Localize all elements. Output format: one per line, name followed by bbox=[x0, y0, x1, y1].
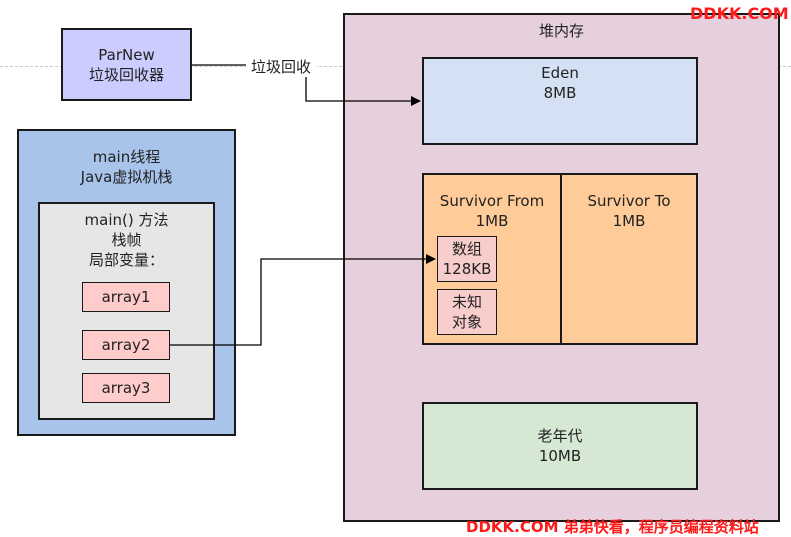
reference-arrow-array2 bbox=[170, 254, 436, 346]
parnew-name: ParNew bbox=[98, 45, 155, 64]
frame-method: main() 方法 bbox=[84, 211, 169, 229]
survivor-to-box: Survivor To 1MB bbox=[560, 173, 698, 345]
survivor-to-name: Survivor To bbox=[587, 192, 671, 210]
watermark-bottom: DDKK.COM 弟弟快看，程序员编程资料站 bbox=[466, 518, 759, 536]
survivor-to-size: 1MB bbox=[612, 212, 646, 230]
old-generation-box: 老年代 10MB bbox=[422, 402, 698, 490]
var-array3-label: array3 bbox=[101, 379, 151, 397]
frame-locals: 局部变量： bbox=[88, 251, 164, 269]
watermark-top: DDKK.COM bbox=[690, 4, 789, 23]
gc-label: 垃圾回收 bbox=[251, 58, 311, 76]
var-array1-label: array1 bbox=[101, 288, 151, 306]
eden-box: Eden 8MB bbox=[422, 57, 698, 145]
object-unknown: 未知 对象 bbox=[437, 289, 497, 335]
parnew-desc: 垃圾回收器 bbox=[88, 65, 164, 84]
stack-title-vm: Java虚拟机栈 bbox=[80, 168, 173, 186]
var-array1: array1 bbox=[82, 282, 170, 312]
stack-title-thread: main线程 bbox=[92, 148, 161, 166]
object-array-line1: 数组 bbox=[451, 240, 482, 258]
eden-name: Eden bbox=[541, 64, 579, 82]
var-array3: array3 bbox=[82, 373, 170, 403]
heap-title: 堆内存 bbox=[538, 22, 584, 40]
survivor-from-size: 1MB bbox=[475, 212, 509, 230]
object-unknown-line1: 未知 bbox=[451, 293, 482, 311]
object-array-line2: 128KB bbox=[442, 260, 492, 278]
frame-label: 栈帧 bbox=[111, 231, 142, 249]
var-array2-label: array2 bbox=[101, 336, 151, 354]
object-unknown-line2: 对象 bbox=[451, 313, 482, 331]
var-array2: array2 bbox=[82, 330, 170, 360]
object-array-128kb: 数组 128KB bbox=[437, 236, 497, 282]
gc-label-bg bbox=[246, 57, 316, 77]
survivor-from-name: Survivor From bbox=[439, 192, 545, 210]
eden-size: 8MB bbox=[543, 84, 577, 102]
old-generation-size: 10MB bbox=[538, 447, 582, 465]
parnew-box: ParNew 垃圾回收器 bbox=[61, 28, 192, 101]
old-generation-name: 老年代 bbox=[537, 427, 583, 445]
